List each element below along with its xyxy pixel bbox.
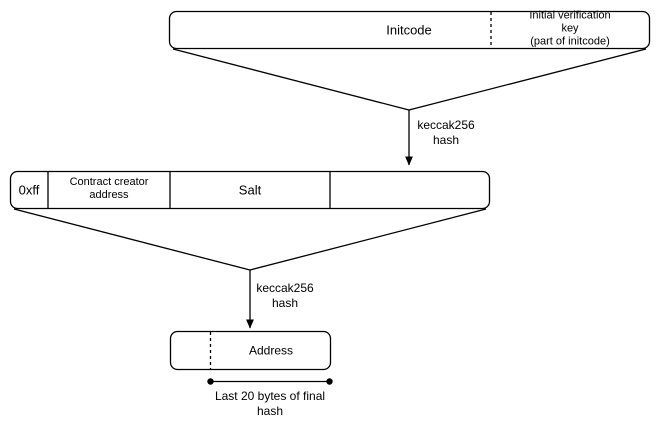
measurement-dot-left bbox=[207, 378, 214, 385]
preimage-cell-salt-label: Salt bbox=[238, 182, 262, 198]
keccak256-hash-label-1: keccak256 hash bbox=[417, 118, 475, 147]
address-label: Address bbox=[248, 343, 294, 358]
preimage-box bbox=[9, 170, 491, 210]
funnel1-right-line bbox=[408, 48, 647, 111]
last-20-bytes-label: Last 20 bytes of final hash bbox=[214, 389, 326, 418]
keccak256-hash-label-2: keccak256 hash bbox=[256, 281, 314, 310]
preimage-cell-creator-address-label: Contract creator address bbox=[69, 176, 149, 201]
funnel2-left-line bbox=[13, 208, 251, 271]
funnel1-left-line bbox=[172, 48, 410, 111]
preimage-cell-0xff-label: 0xff bbox=[18, 182, 40, 198]
initcode-label: Initcode bbox=[386, 22, 432, 38]
funnel2-right-line bbox=[249, 208, 487, 271]
measurement-dot-right bbox=[326, 378, 333, 385]
initcode-box bbox=[168, 10, 651, 50]
initial-verification-key-label: Initial verification key (part of initco… bbox=[529, 9, 611, 48]
